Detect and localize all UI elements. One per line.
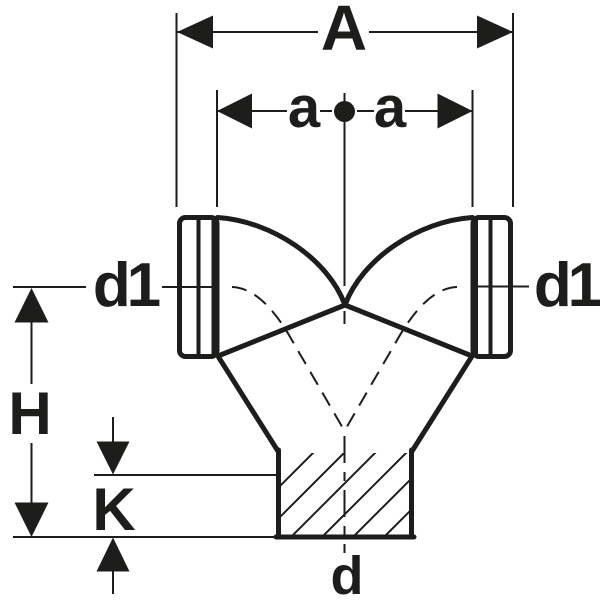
left-socket-body [177,215,220,359]
overall-height-label: H [8,380,51,447]
dimension-total-width: A [175,0,514,207]
socket-spacing-right-label: a [374,75,407,140]
arrowhead-up-icon [14,288,49,323]
inner-bore-hidden-lines [231,286,458,431]
left-socket-diameter-label: d1 [93,251,160,320]
fitting-body-outline [177,215,513,540]
right-socket [470,215,513,359]
arrowhead-right-icon [477,15,513,49]
section-hatching [280,453,410,535]
dimension-right-socket-diameter: d1 [471,251,600,320]
dimension-left-socket-diameter: d1 [13,251,219,320]
right-socket-body [470,215,513,359]
arrowhead-down-icon [96,441,130,475]
right-valley-line [342,302,475,359]
right-taper-wall [409,354,474,455]
dimension-socket-spacing: a a [216,75,474,207]
arrowhead-left-icon [177,15,213,49]
total-width-label: A [321,0,367,64]
arrowhead-down-icon [14,502,49,537]
right-inner-bore-line [344,286,458,431]
left-socket [177,215,220,359]
spigot-depth-label: K [92,476,135,543]
arrowhead-left-icon [217,93,252,129]
arrowhead-right-icon [437,93,473,129]
right-socket-diameter-label: d1 [534,251,600,320]
dimension-overall-height: H [8,288,52,537]
bottom-outlet-diameter-label: d [331,546,364,600]
left-inner-bore-line [231,286,345,431]
socket-spacing-left-label: a [288,75,321,140]
dimension-spigot-depth: K [13,417,277,594]
arrowhead-up-icon [96,537,130,572]
left-bend-arc [215,215,348,308]
right-bend-arc [342,215,475,308]
left-taper-wall [216,354,281,455]
left-valley-line [215,302,348,359]
